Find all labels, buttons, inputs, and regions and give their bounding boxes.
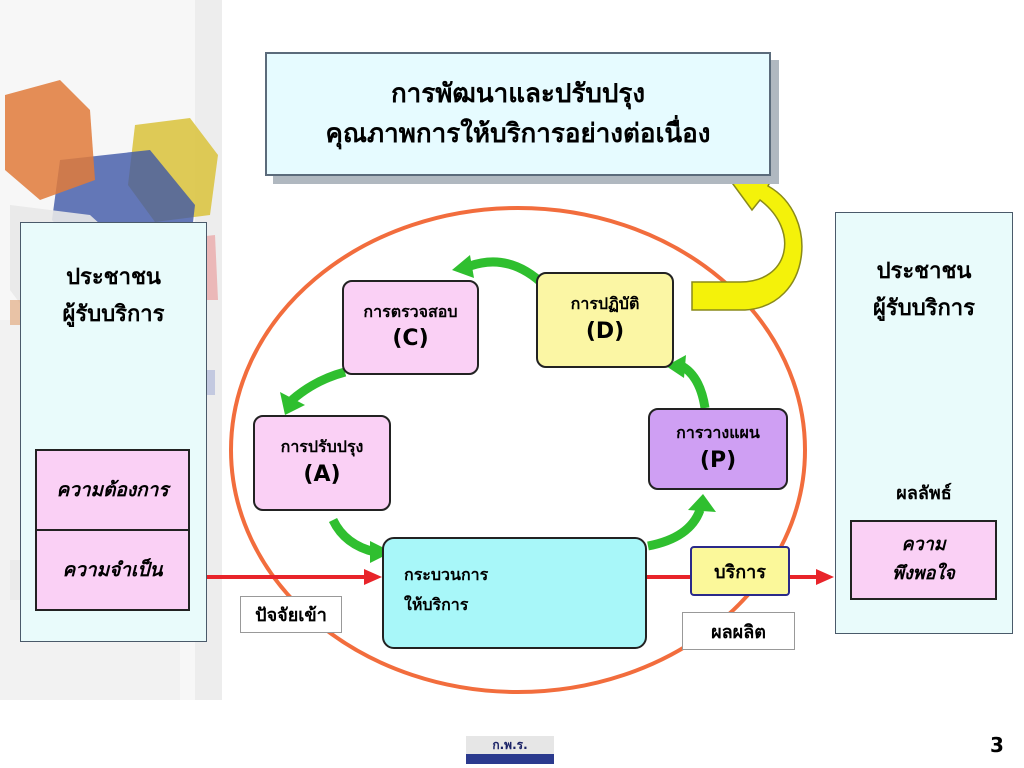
do-label: การปฏิบัติ xyxy=(570,294,640,314)
do-letter: (D) xyxy=(585,318,625,344)
process-line-2: ให้บริการ xyxy=(404,594,469,614)
output-label: ผลผลิต xyxy=(682,612,795,650)
right-heading-line-2: ผู้รับบริการ xyxy=(873,296,975,322)
cycle-circle xyxy=(229,206,807,694)
check-card: การตรวจสอบ (C) xyxy=(342,280,479,375)
service-process-text: กระบวนการ ให้บริการ xyxy=(404,560,488,619)
check-letter: C xyxy=(402,326,419,352)
process-line-1: กระบวนการ xyxy=(404,565,489,584)
page-number: 3 xyxy=(990,733,1004,757)
need-text: ความต้องการ xyxy=(56,479,169,501)
left-heading-line-2: ผู้รับบริการ xyxy=(62,302,165,328)
opdc-logo: ก.พ.ร. xyxy=(466,736,554,768)
satisfaction-box: ความ พึงพอใจ xyxy=(850,520,997,600)
satisfaction-line-2: พึงพอใจ xyxy=(892,563,955,584)
check-letter-row: (C) xyxy=(392,326,429,352)
arrow-check-to-act xyxy=(280,367,347,415)
title-box: การพัฒนาและปรับปรุง คุณภาพการให้บริการอย… xyxy=(265,52,771,176)
right-heading-line-1: ประชาชน xyxy=(876,259,972,284)
input-arrow xyxy=(207,569,382,585)
output-arrow xyxy=(790,569,834,585)
check-label: การตรวจสอบ xyxy=(363,301,458,321)
arrow-process-to-plan xyxy=(647,494,716,551)
left-panel-citizens: ประชาชน ผู้รับบริการ ความต้องการ ความจำเ… xyxy=(20,222,207,642)
arrow-act-to-process xyxy=(328,517,392,563)
plan-letter: P xyxy=(709,447,727,473)
left-panel-heading: ประชาชน ผู้รับบริการ xyxy=(21,259,206,334)
act-label: การปรับปรุง xyxy=(280,437,364,457)
logo-text: ก.พ.ร. xyxy=(466,736,554,754)
necessity-text: ความจำเป็น xyxy=(62,559,163,581)
right-panel-heading: ประชาชน ผู้รับบริการ xyxy=(836,253,1012,328)
act-card: การปรับปรุง (A) xyxy=(253,415,391,511)
do-card: การปฏิบัติ (D) xyxy=(536,272,674,368)
necessity-box: ความจำเป็น xyxy=(35,529,190,611)
input-label: ปัจจัยเข้า xyxy=(240,596,342,633)
logo-bar xyxy=(466,754,554,764)
arrow-plan-to-do xyxy=(666,355,710,409)
plan-label: การวางแผน xyxy=(676,423,760,443)
outcome-label: ผลลัพธ์ xyxy=(896,483,952,504)
service-box: บริการ xyxy=(690,546,790,596)
left-heading-line-1: ประชาชน xyxy=(66,265,161,290)
act-letter-row: (A) xyxy=(303,461,341,487)
service-process-box xyxy=(382,537,647,649)
title-line-1: การพัฒนาและปรับปรุง xyxy=(390,78,646,109)
improvement-arrow xyxy=(691,171,803,311)
title-line-2: คุณภาพการให้บริการอย่างต่อเนื่อง xyxy=(325,119,711,149)
plan-card: การวางแผน (P) xyxy=(648,408,788,490)
act-letter: A xyxy=(313,461,331,487)
satisfaction-line-1: ความ xyxy=(901,534,946,556)
need-box: ความต้องการ xyxy=(35,449,190,531)
plan-letter-row: (P) xyxy=(699,447,737,473)
